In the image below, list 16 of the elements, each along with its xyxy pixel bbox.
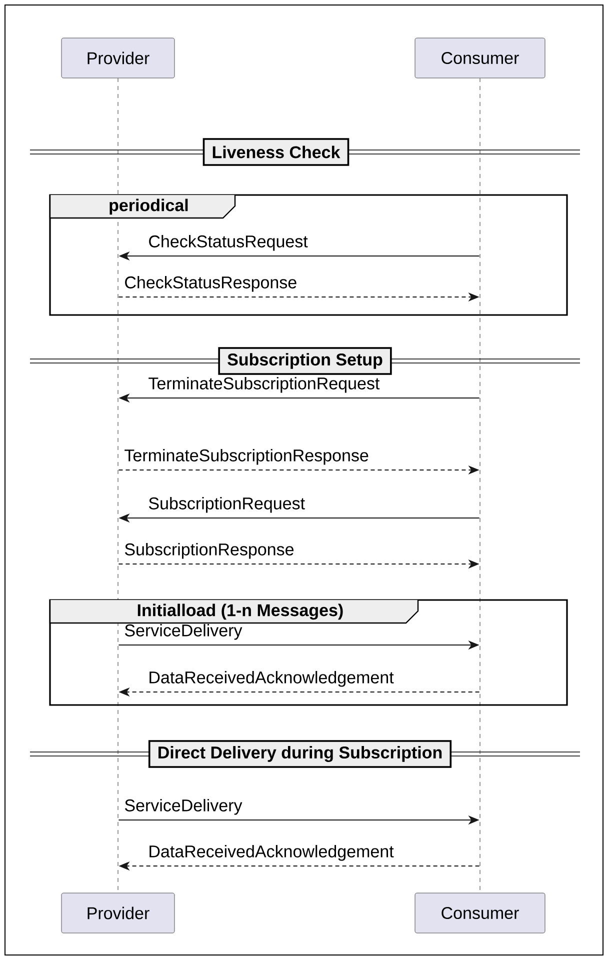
participant-box: Provider — [61, 892, 175, 934]
participant-box: Provider — [61, 38, 175, 78]
edge-label: TerminateSubscriptionResponse — [124, 448, 368, 465]
edge-label: ServiceDelivery — [124, 624, 242, 640]
edge-label: SubscriptionRequest — [148, 496, 305, 513]
edge-label: DataReceivedAcknowledgement — [150, 844, 394, 861]
edge-label: SubscriptionResponse — [124, 542, 294, 559]
participant-box: Consumer — [414, 892, 546, 934]
participant-box: Consumer — [414, 38, 546, 78]
group-label-tab: periodical — [49, 194, 236, 219]
edge-label: ServiceDelivery — [124, 798, 242, 815]
edge-label: CheckStatusRequest — [149, 234, 308, 251]
edge-label: CheckStatusResponse — [125, 276, 296, 292]
edge-label: TerminateSubscriptionRequest — [148, 376, 380, 393]
edge-label: DataReceivedAcknowledgement — [150, 670, 394, 687]
group-label-tab: Initialload (1-n Messages) — [49, 599, 419, 624]
